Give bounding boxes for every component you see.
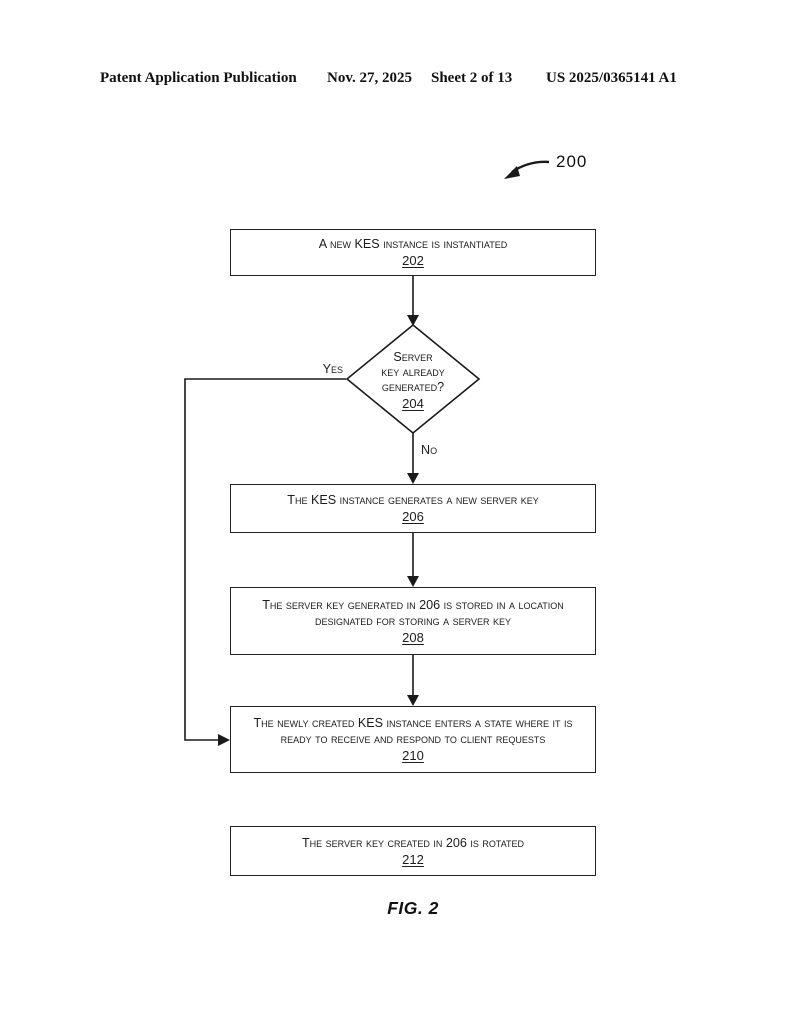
flow-step-text: A new KES instance is instantiated — [318, 237, 508, 251]
flow-step-number: 212 — [402, 851, 424, 867]
arrowhead-icon — [407, 315, 419, 326]
flow-step-210: The newly created KES instance enters a … — [230, 706, 596, 773]
flow-step-number: 208 — [402, 629, 424, 645]
arrowhead-icon — [407, 473, 419, 484]
flow-step-212: The server key created in 206 is rotated… — [230, 826, 596, 876]
decision-line: key already — [381, 364, 445, 379]
figure-caption: FIG. 2 — [387, 898, 439, 918]
branch-label-yes: Yes — [322, 362, 343, 376]
header-date: Nov. 27, 2025 — [327, 70, 413, 86]
header-publication-title: Patent Application Publication — [100, 70, 297, 86]
flow-step-text: The newly created KES instance enters a … — [253, 716, 573, 746]
flow-step-number: 206 — [402, 509, 424, 524]
flow-step-number: 202 — [402, 253, 424, 268]
arrowhead-icon — [407, 695, 419, 706]
flow-step-206: The KES instance generates a new server … — [230, 484, 596, 533]
flow-step-text: The server key generated in 206 is store… — [262, 597, 564, 628]
flow-step-202: A new KES instance is instantiated 202 — [230, 229, 596, 276]
flow-step-text: The KES instance generates a new server … — [287, 493, 539, 507]
header-sheet-number: Sheet 2 of 13 — [431, 70, 513, 86]
ref-200-arrow — [511, 160, 550, 174]
arrowhead-icon — [504, 166, 520, 179]
decision-line: generated? — [381, 379, 445, 394]
flow-step-number: 204 — [402, 395, 424, 411]
header-patent-number: US 2025/0365141 A1 — [546, 70, 677, 86]
arrowhead-icon — [218, 734, 230, 746]
connector-yes-branch — [184, 378, 346, 741]
flow-step-208: The server key generated in 206 is store… — [230, 587, 596, 655]
branch-label-no: No — [421, 443, 438, 457]
arrowhead-icon — [407, 576, 419, 587]
flow-decision-204: Server key already generated? 204 — [352, 336, 474, 424]
page-header: Patent Application Publication Nov. 27, … — [0, 70, 794, 90]
decision-line: Server — [393, 349, 433, 364]
figure-ref-number: 200 — [556, 152, 588, 171]
flow-step-number: 210 — [402, 748, 424, 763]
flow-step-text: The server key created in 206 is rotated — [301, 835, 525, 850]
